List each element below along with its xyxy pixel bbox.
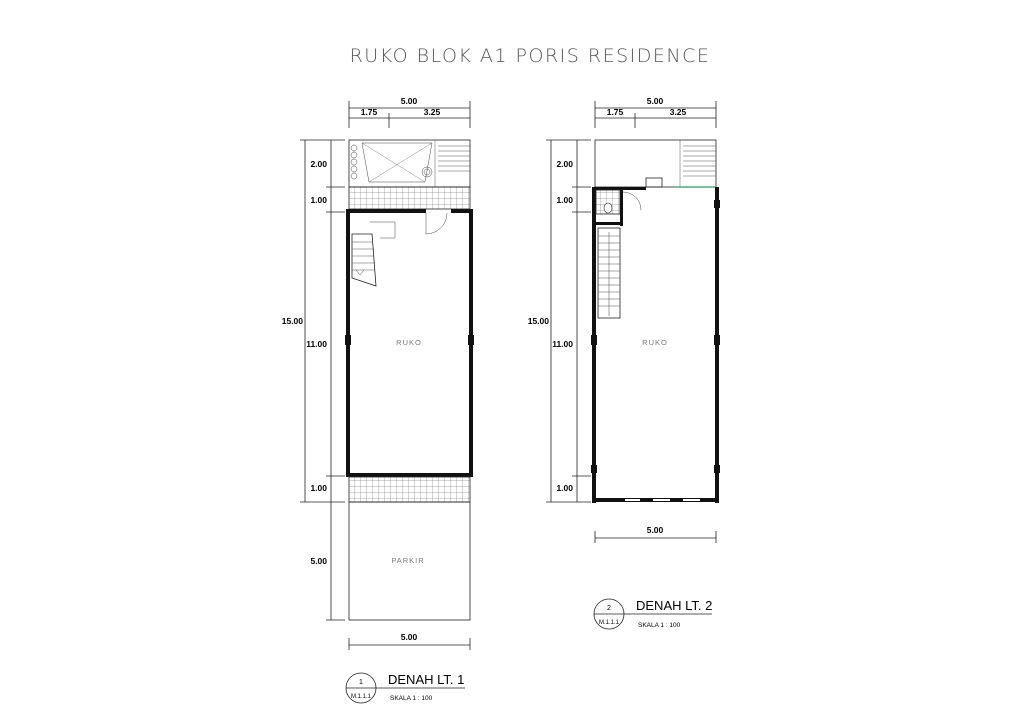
p1-stair [351,221,396,287]
p1-dim-width-right: 3.25 [424,107,441,117]
p2-stair [597,227,621,319]
p1-room-parking: PARKIR [391,556,424,565]
p2-top-dimension: 5.00 1.75 3.25 [594,96,717,128]
p1-dim-width-left: 1.75 [361,107,378,117]
p1-label-sheet: M.1.1.1 [351,694,372,700]
p1-top-dimension: 5.00 1.75 3.25 [348,96,471,128]
p2-shop-walls [591,187,720,503]
p1-dim-shop: 11.00 [306,339,327,349]
p2-label-name: DENAH LT. 2 [636,598,712,613]
p1-label-scale: SKALA 1 : 100 [390,695,433,702]
p1-dim-parking: 5.00 [310,556,327,566]
p2-room-shop: RUKO [642,338,668,347]
p2-dim-rear-service: 1.00 [556,195,573,205]
p1-side-dimension: 15.00 2.00 1.00 11.00 1.00 5.00 [282,139,345,621]
p2-rear-roof [594,139,717,188]
p1-label-number: 1 [359,679,363,686]
p2-label-sheet: M.1.1.1 [599,620,620,626]
p2-dim-total-length: 15.00 [528,316,550,326]
plan-ground-floor: 5.00 1.75 3.25 15.00 2.00 1.00 11.00 1.0… [282,96,474,704]
p2-dim-rear-roof: 2.00 [556,159,573,169]
p2-dim-front-balcony: 1.00 [556,483,573,493]
p1-dim-total-width: 5.00 [401,96,418,106]
p1-dim-total-length: 15.00 [282,316,304,326]
p1-bottom-dimension: 5.00 [348,632,471,650]
p1-front-terrace [348,476,471,503]
p1-rear-garden [348,139,471,210]
p1-label-name: DENAH LT. 1 [388,672,464,687]
p2-label-number: 2 [607,605,611,612]
p2-dim-total-width: 5.00 [647,96,664,106]
p1-parking [348,501,471,621]
p1-dim-rear-step: 1.00 [310,195,327,205]
p2-side-dimension: 15.00 2.00 1.00 11.00 1.00 [528,139,591,503]
p2-dim-width-right: 3.25 [670,107,687,117]
sheet-title: RUKO BLOK A1 PORIS RESIDENCE [350,45,711,67]
p1-dim-front-terrace: 1.00 [310,483,327,493]
p2-label-scale: SKALA 1 : 100 [638,622,681,629]
p2-drawing-label: 2 M.1.1.1 DENAH LT. 2 SKALA 1 : 100 [593,598,712,630]
p2-dim-bottom-width: 5.00 [647,525,664,535]
p1-shop-walls [345,209,474,477]
p1-drawing-label: 1 M.1.1.1 DENAH LT. 1 SKALA 1 : 100 [345,672,465,704]
p1-room-shop: RUKO [396,338,422,347]
p2-dim-width-left: 1.75 [607,107,624,117]
p1-dim-bottom-width: 5.00 [401,632,418,642]
p2-toilet [595,189,642,226]
p1-dim-rear-garden: 2.00 [310,159,327,169]
p2-bottom-dimension: 5.00 [594,525,717,543]
plan-upper-floor: 5.00 1.75 3.25 15.00 2.00 1.00 11.00 1.0… [528,96,720,630]
p2-dim-shop: 11.00 [552,339,573,349]
